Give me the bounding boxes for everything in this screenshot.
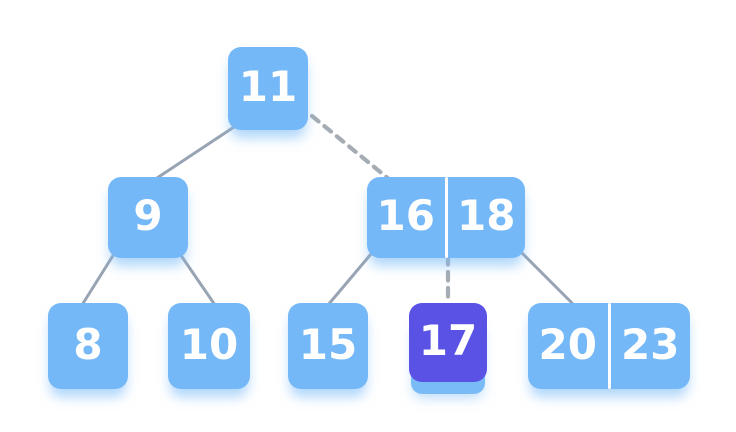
node-17: 17: [409, 303, 487, 382]
node-key-divider: [607, 303, 611, 389]
edge-9-to-10: [178, 252, 217, 307]
edge-11-to-16-18: [309, 113, 393, 183]
node-key-label: 20: [538, 319, 597, 369]
node-10: 10: [168, 303, 250, 389]
node-key-label: 11: [238, 62, 298, 111]
node-key-label: 17: [418, 316, 478, 365]
node-key-label: 10: [179, 319, 239, 369]
node-11: 11: [228, 47, 308, 130]
node-key-label: 23: [621, 319, 680, 369]
edge-9-to-8: [80, 252, 116, 307]
node-key-label: 18: [457, 191, 516, 240]
node-key-divider: [444, 177, 448, 258]
node-key-label: 8: [73, 319, 103, 369]
edge-11-to-9: [149, 123, 239, 184]
node-8: 8: [48, 303, 128, 389]
node-9: 9: [108, 177, 188, 258]
edge-16-18-to-20-23: [519, 250, 574, 305]
node-key-label: 9: [133, 191, 163, 240]
node-15: 15: [288, 303, 368, 389]
edge-16-18-to-15: [326, 252, 373, 307]
node-key-label: 15: [298, 319, 358, 369]
node-key-label: 16: [376, 191, 435, 240]
